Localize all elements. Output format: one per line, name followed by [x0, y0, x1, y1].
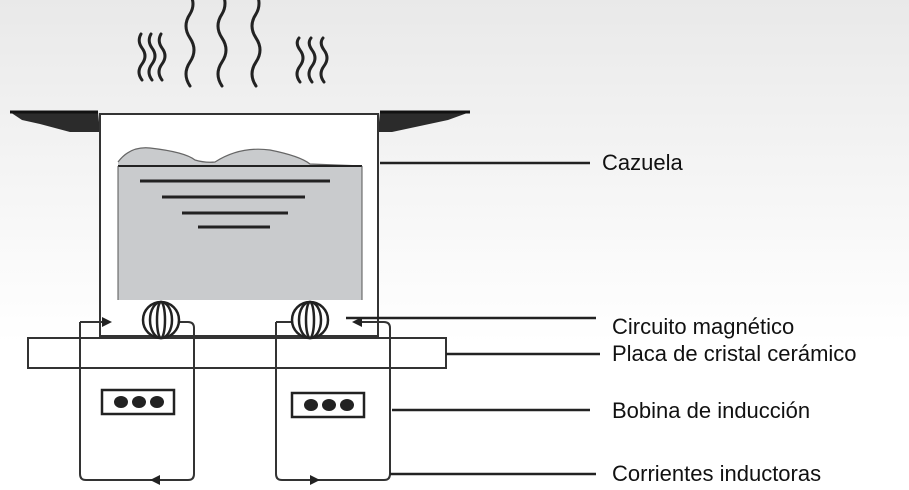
coil-housing-right [275, 317, 391, 485]
label-placa-cristal: Placa de cristal cerámico [612, 341, 857, 366]
pot-rim [10, 110, 470, 132]
label-corrientes-inductoras: Corrientes inductoras [612, 461, 822, 486]
leader-lines [346, 161, 600, 476]
magnetic-circuit-left [141, 300, 181, 340]
ceramic-plate [27, 337, 447, 369]
label-circuito-magnetico: Circuito magnético [612, 314, 795, 339]
label-bobina-induccion: Bobina de inducción [612, 398, 811, 423]
label-cazuela: Cazuela [602, 150, 683, 175]
pot-contents [117, 147, 363, 300]
magnetic-circuit-right [290, 300, 330, 340]
coil-housing-left [79, 317, 195, 485]
steam-icon [137, 0, 329, 88]
